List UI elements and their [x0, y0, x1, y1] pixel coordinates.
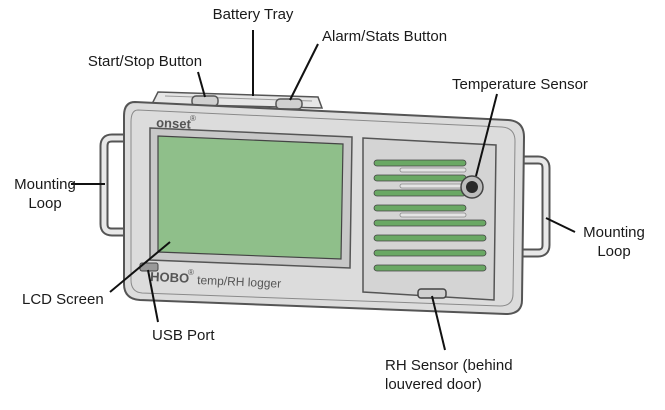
label-mounting-loop-left-line1: Mounting — [14, 176, 76, 193]
label-mounting-loop-right: Mounting Loop — [572, 223, 656, 261]
label-mounting-loop-right-line1: Mounting — [583, 224, 645, 241]
registered-mark-2: ® — [188, 268, 194, 277]
onset-logo: onset — [156, 115, 192, 132]
leader-usb — [147, 269, 159, 323]
lcd-screen — [149, 127, 353, 269]
label-mounting-loop-left: Mounting Loop — [5, 175, 85, 213]
label-alarm-stats-button: Alarm/Stats Button — [322, 28, 448, 45]
label-rh-sensor: RH Sensor (behind louvered door) — [385, 356, 513, 394]
label-battery-tray: Battery Tray — [212, 6, 294, 23]
leader-rh — [431, 295, 446, 351]
label-start-stop-button: Start/Stop Button — [87, 53, 203, 70]
mounting-loop-right — [515, 155, 551, 258]
model-text: temp/RH logger — [197, 273, 282, 291]
louver-slots — [373, 159, 487, 272]
label-lcd-screen: LCD Screen — [22, 291, 104, 308]
temperature-sensor — [460, 175, 484, 199]
alarm-stats-button — [275, 98, 303, 110]
leader-start-stop — [197, 71, 206, 98]
label-rh-sensor-line1: RH Sensor (behind — [385, 357, 513, 374]
leader-mounting-right — [545, 217, 576, 233]
label-mounting-loop-left-line2: Loop — [28, 195, 62, 212]
leader-lines — [71, 30, 576, 351]
label-temperature-sensor: Temperature Sensor — [452, 76, 588, 93]
label-mounting-loop-right-line2: Loop — [597, 243, 631, 260]
registered-mark: ® — [190, 114, 196, 123]
leader-lcd — [109, 241, 171, 293]
hobo-brand: HOBO — [150, 269, 190, 286]
leader-alarm-stats — [289, 43, 319, 101]
louver-panel — [362, 137, 497, 301]
label-usb-port: USB Port — [152, 327, 215, 344]
label-rh-sensor-line2: louvered door) — [385, 376, 482, 393]
leader-temperature — [475, 93, 498, 177]
